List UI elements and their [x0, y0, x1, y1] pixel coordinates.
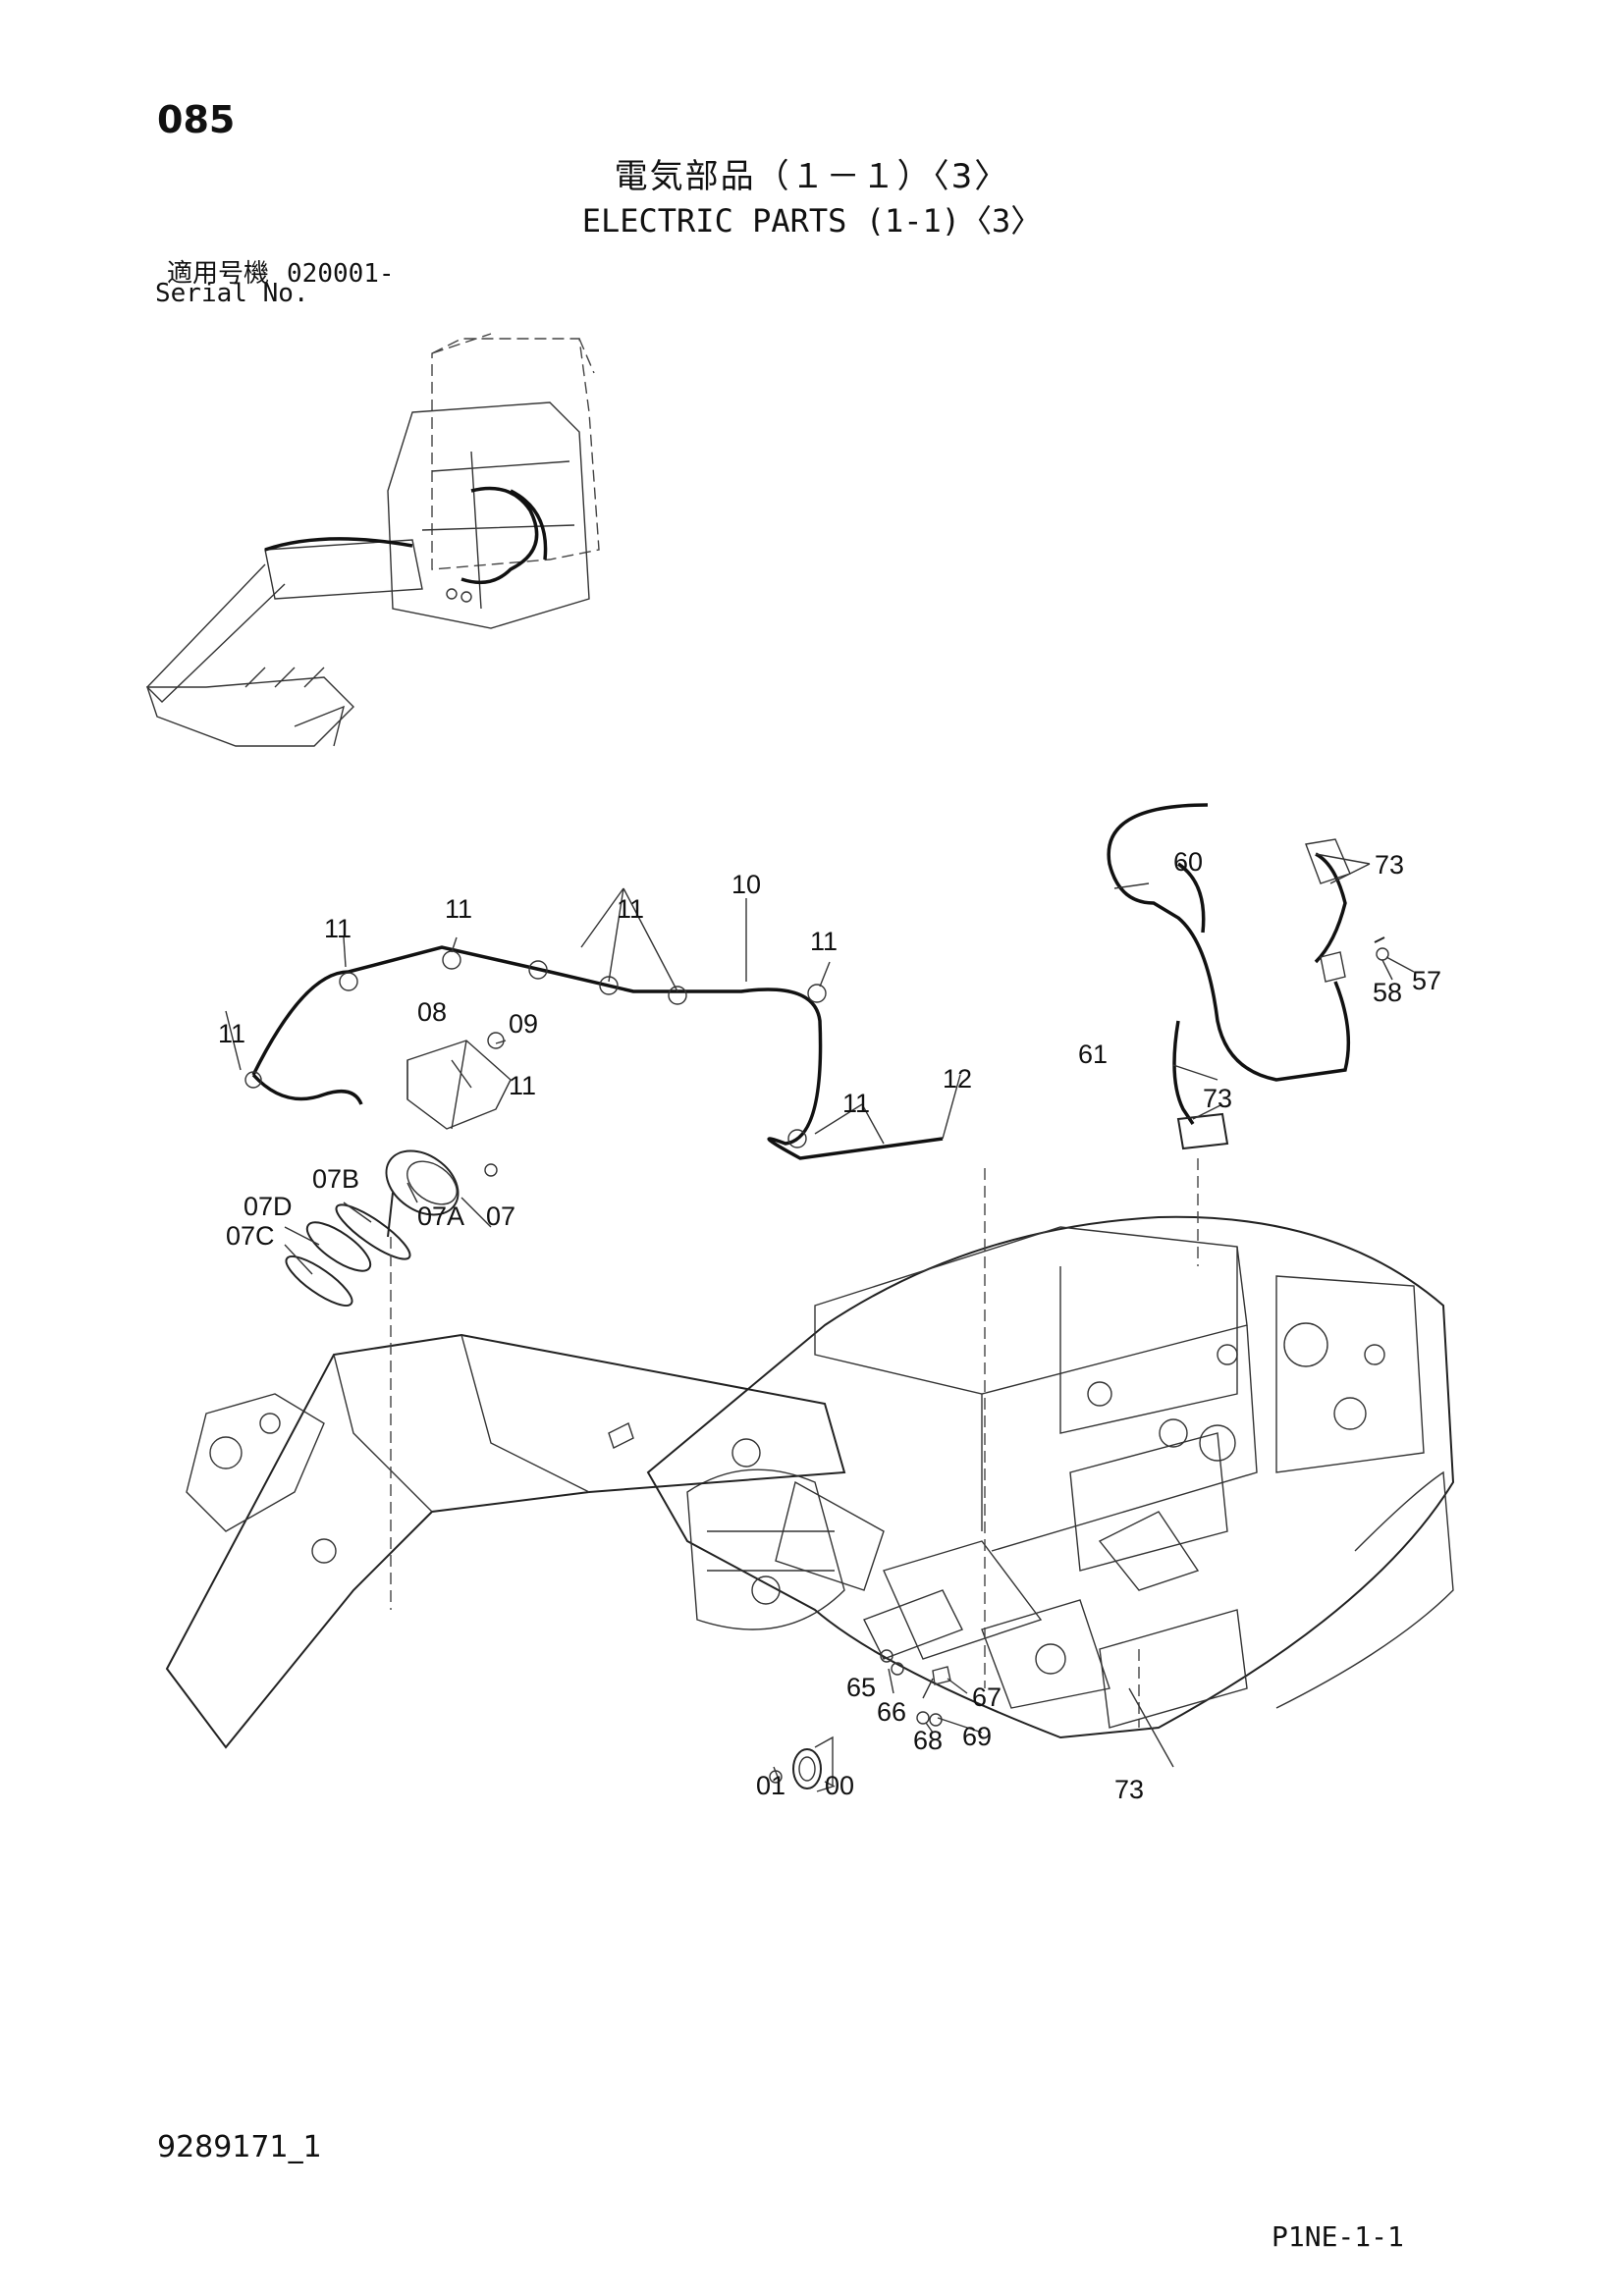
callout-11-d: 11: [810, 927, 838, 956]
horn-and-bracket: [769, 1649, 951, 1792]
boom-wiring-harness: [244, 945, 944, 1160]
callout-11-f: 11: [509, 1071, 536, 1100]
callout-57: 57: [1412, 966, 1441, 995]
page-code: P1NE-1-1: [1272, 2220, 1404, 2253]
callout-08: 08: [417, 997, 447, 1027]
callout-10: 10: [731, 870, 761, 899]
callout-07: 07: [486, 1201, 515, 1231]
callout-00: 00: [825, 1771, 854, 1800]
overview-inset-drawing: [146, 333, 600, 747]
callout-07c: 07C: [226, 1221, 275, 1251]
callout-01: 01: [756, 1771, 785, 1800]
serial-value: 020001-: [287, 259, 395, 289]
callout-67: 67: [972, 1682, 1001, 1712]
callout-11-b: 11: [445, 894, 472, 924]
callout-61: 61: [1078, 1040, 1108, 1069]
callout-07d: 07D: [244, 1192, 293, 1221]
upperstructure-drawing: [646, 1215, 1455, 1739]
serial-label-japanese: 適用号機: [167, 259, 270, 289]
callout-73-c: 73: [1114, 1775, 1144, 1804]
callout-65: 65: [846, 1673, 876, 1702]
page-title-japanese: 電気部品（１－１）〈3〉: [614, 157, 1010, 196]
page-number: 085: [157, 98, 236, 141]
serial-label-english: Serial No.: [155, 279, 309, 308]
callout-73-b: 73: [1203, 1084, 1232, 1113]
callout-58: 58: [1373, 978, 1402, 1007]
leader-lines: [225, 853, 1415, 1788]
callout-12: 12: [943, 1064, 972, 1094]
callout-labels: 00 01 07 07A 07B 07C 07D 08 09 10 11 11 …: [218, 847, 1441, 1804]
callout-11-e: 11: [218, 1019, 245, 1048]
callout-11-a: 11: [324, 914, 352, 943]
callout-68: 68: [913, 1726, 943, 1755]
callout-09: 09: [509, 1009, 538, 1039]
callout-07b: 07B: [312, 1164, 359, 1194]
page-title-english: ELECTRIC PARTS (1-1)〈3〉: [581, 202, 1043, 240]
callout-66: 66: [877, 1697, 906, 1727]
callout-11-g: 11: [842, 1089, 870, 1118]
document-number: 9289171_1: [157, 2130, 322, 2164]
callout-69: 69: [962, 1722, 992, 1751]
callout-11-c: 11: [617, 894, 644, 924]
callout-07a: 07A: [417, 1201, 464, 1231]
cab-wiring-harness: [1107, 803, 1389, 1150]
boom-drawing: [165, 1333, 885, 1749]
callout-73-a: 73: [1375, 850, 1404, 880]
serial-range-japanese: 適用号機 020001-: [167, 253, 395, 290]
callout-60: 60: [1173, 847, 1203, 877]
work-light-assembly: [285, 1032, 512, 1307]
